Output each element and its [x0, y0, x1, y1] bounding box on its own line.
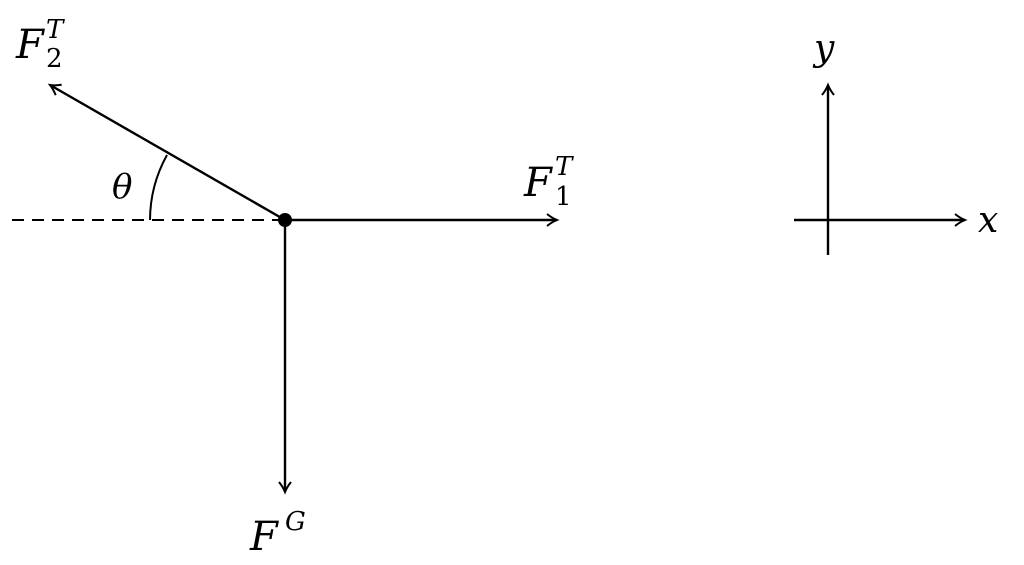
angle-arc — [149, 154, 168, 221]
x-axis-label: x — [978, 200, 998, 241]
point-mass — [278, 213, 292, 227]
f1-tension-label: F — [523, 160, 553, 206]
f2-tension-arrow — [47, 83, 286, 222]
y-axis-label: y — [812, 28, 835, 69]
gravity-force-superscript: G — [285, 507, 306, 537]
f1-tension-subscript: 1 — [555, 182, 572, 212]
f2-tension-subscript: 2 — [46, 44, 63, 74]
gravity-force-label: F — [249, 514, 279, 560]
f2-tension-label: F — [15, 22, 45, 68]
f1-tension-superscript: T — [555, 152, 574, 182]
angle-label: θ — [112, 167, 132, 207]
f2-tension-superscript: T — [46, 15, 65, 45]
